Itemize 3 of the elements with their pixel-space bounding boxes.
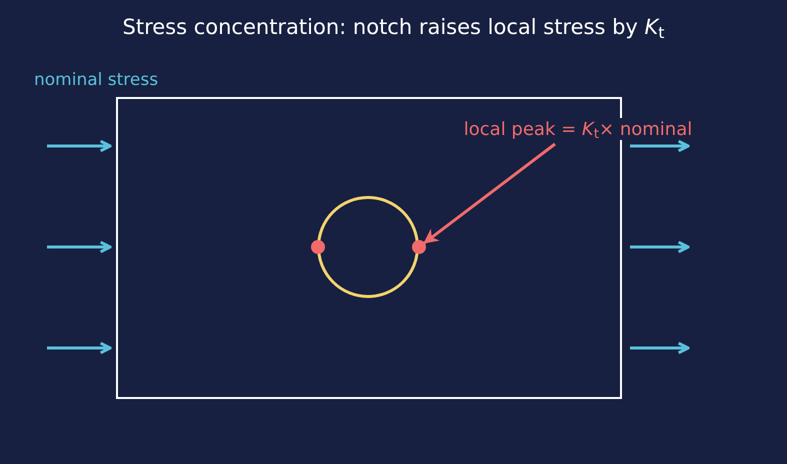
leader-arrow [423, 142, 556, 244]
load-label: nominal stress [34, 69, 158, 92]
title: Stress concentration: notch raises local stress by K$_{t}$ [122, 14, 666, 44]
